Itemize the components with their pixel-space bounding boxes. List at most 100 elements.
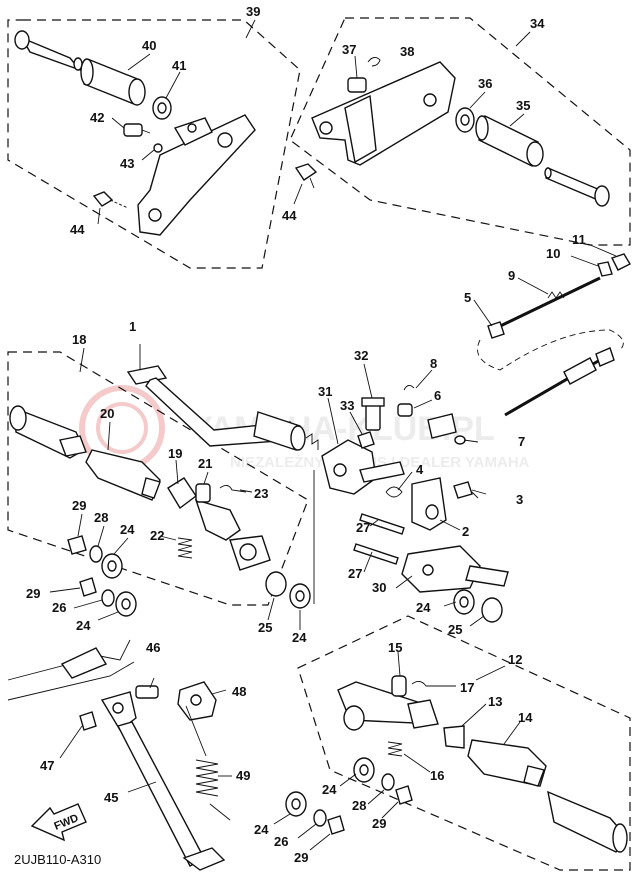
callout-26a: 26	[52, 600, 66, 615]
callout-32: 32	[354, 348, 368, 363]
group-18-outline	[7, 351, 309, 606]
callout-7: 7	[518, 434, 525, 449]
diagram-code: 2UJB110-A310	[14, 852, 101, 867]
callout-48: 48	[232, 684, 246, 699]
part-45-sidestand	[100, 691, 226, 871]
leader-lines	[49, 19, 617, 851]
part-20-rubber	[85, 449, 161, 501]
part-28-washer-a	[89, 545, 103, 563]
part-12-pivot	[407, 699, 439, 729]
callout-40: 40	[142, 38, 156, 53]
callout-10: 10	[546, 246, 560, 261]
part-7-clevis	[427, 413, 466, 445]
callout-29a: 29	[72, 498, 86, 513]
part-22-spring	[177, 537, 193, 559]
callout-43: 43	[120, 156, 134, 171]
callout-31: 31	[318, 384, 332, 399]
callout-8: 8	[430, 356, 437, 371]
part-24-bush-c	[289, 583, 311, 609]
part-16-spring	[387, 741, 403, 757]
part-24-bush-a	[101, 553, 123, 579]
part-17-pin	[411, 681, 438, 687]
group-12-outline	[297, 615, 631, 871]
part-10-nut	[597, 261, 613, 277]
callout-14: 14	[518, 710, 533, 725]
part-38-clip	[367, 57, 381, 67]
part-1-footrest-arm	[126, 365, 319, 451]
callout-19: 19	[168, 446, 182, 461]
callout-37: 37	[342, 42, 356, 57]
watermark: YAMAHA-KLUB.PL NIEZALEŻNY SERWIS I DEALE…	[79, 385, 530, 471]
callout-28b: 28	[352, 798, 366, 813]
callout-20: 20	[100, 406, 114, 421]
part-21-bolt	[195, 483, 211, 503]
part-6-bolt	[397, 403, 413, 417]
callout-9: 9	[508, 268, 515, 283]
part-25-collar-b	[481, 597, 503, 623]
callout-30: 30	[372, 580, 386, 595]
part-13-clip	[443, 725, 465, 749]
callout-21: 21	[198, 456, 212, 471]
callout-29d: 29	[294, 850, 308, 865]
part-34-bracket	[311, 61, 456, 166]
callout-33: 33	[340, 398, 354, 413]
callout-6: 6	[434, 388, 441, 403]
callout-49: 49	[236, 768, 250, 783]
part-48-plate	[177, 681, 217, 721]
part-37-bolt	[347, 77, 367, 93]
part-15-bolt	[391, 675, 407, 697]
part-24-bush-d	[453, 589, 475, 615]
part-23-pin	[219, 485, 247, 493]
callout-24e: 24	[322, 782, 337, 797]
part-4-spring	[385, 486, 403, 498]
part-26-washer-b	[313, 809, 327, 827]
callout-44b: 44	[282, 208, 297, 223]
part-3-bolt	[453, 481, 487, 499]
callout-44a: 44	[70, 222, 85, 237]
part-14-rubber	[467, 739, 547, 787]
part-47-nut	[79, 711, 97, 731]
callout-47: 47	[40, 758, 54, 773]
part-26-washer-a	[101, 589, 115, 607]
part-35-rubber	[475, 114, 544, 168]
callout-46: 46	[146, 640, 160, 655]
callout-29c: 29	[372, 816, 386, 831]
part-24-bush-b	[115, 591, 137, 617]
part-8-clip	[403, 385, 415, 391]
part-42-bolt	[123, 123, 151, 137]
callout-42: 42	[90, 110, 104, 125]
callout-13: 13	[488, 694, 502, 709]
part-24-bush-e	[353, 757, 375, 783]
callout-27a: 27	[356, 520, 370, 535]
part-11-nut	[611, 253, 631, 271]
part-33-nut	[357, 431, 375, 449]
brake-rod-lower	[504, 347, 615, 417]
callout-45: 45	[104, 790, 118, 805]
callout-29b: 29	[26, 586, 40, 601]
callout-3: 3	[516, 492, 523, 507]
part-2-lever	[411, 477, 447, 531]
part-40-rubber	[80, 58, 146, 106]
callout-25a: 25	[258, 620, 272, 635]
watermark-subtitle: NIEZALEŻNY SERWIS I DEALER YAMAHA	[230, 454, 530, 471]
callout-39: 39	[246, 4, 260, 19]
callout-12: 12	[508, 652, 522, 667]
part-46-bolt	[135, 685, 159, 699]
callout-35: 35	[516, 98, 530, 113]
part-44-bolt-left	[92, 191, 129, 209]
callout-24f: 24	[254, 822, 269, 837]
callout-24b: 24	[76, 618, 91, 633]
callout-24c: 24	[292, 630, 307, 645]
callout-1: 1	[129, 319, 136, 334]
callout-17: 17	[460, 680, 474, 695]
fwd-arrow: FWD	[30, 803, 87, 842]
frame-section	[7, 639, 135, 701]
watermark-logo-inner	[96, 402, 148, 454]
part-24-bush-f	[285, 791, 307, 817]
part-36-washer	[455, 107, 475, 133]
callout-22: 22	[150, 528, 164, 543]
callout-38: 38	[400, 44, 414, 59]
callout-34: 34	[530, 16, 545, 31]
